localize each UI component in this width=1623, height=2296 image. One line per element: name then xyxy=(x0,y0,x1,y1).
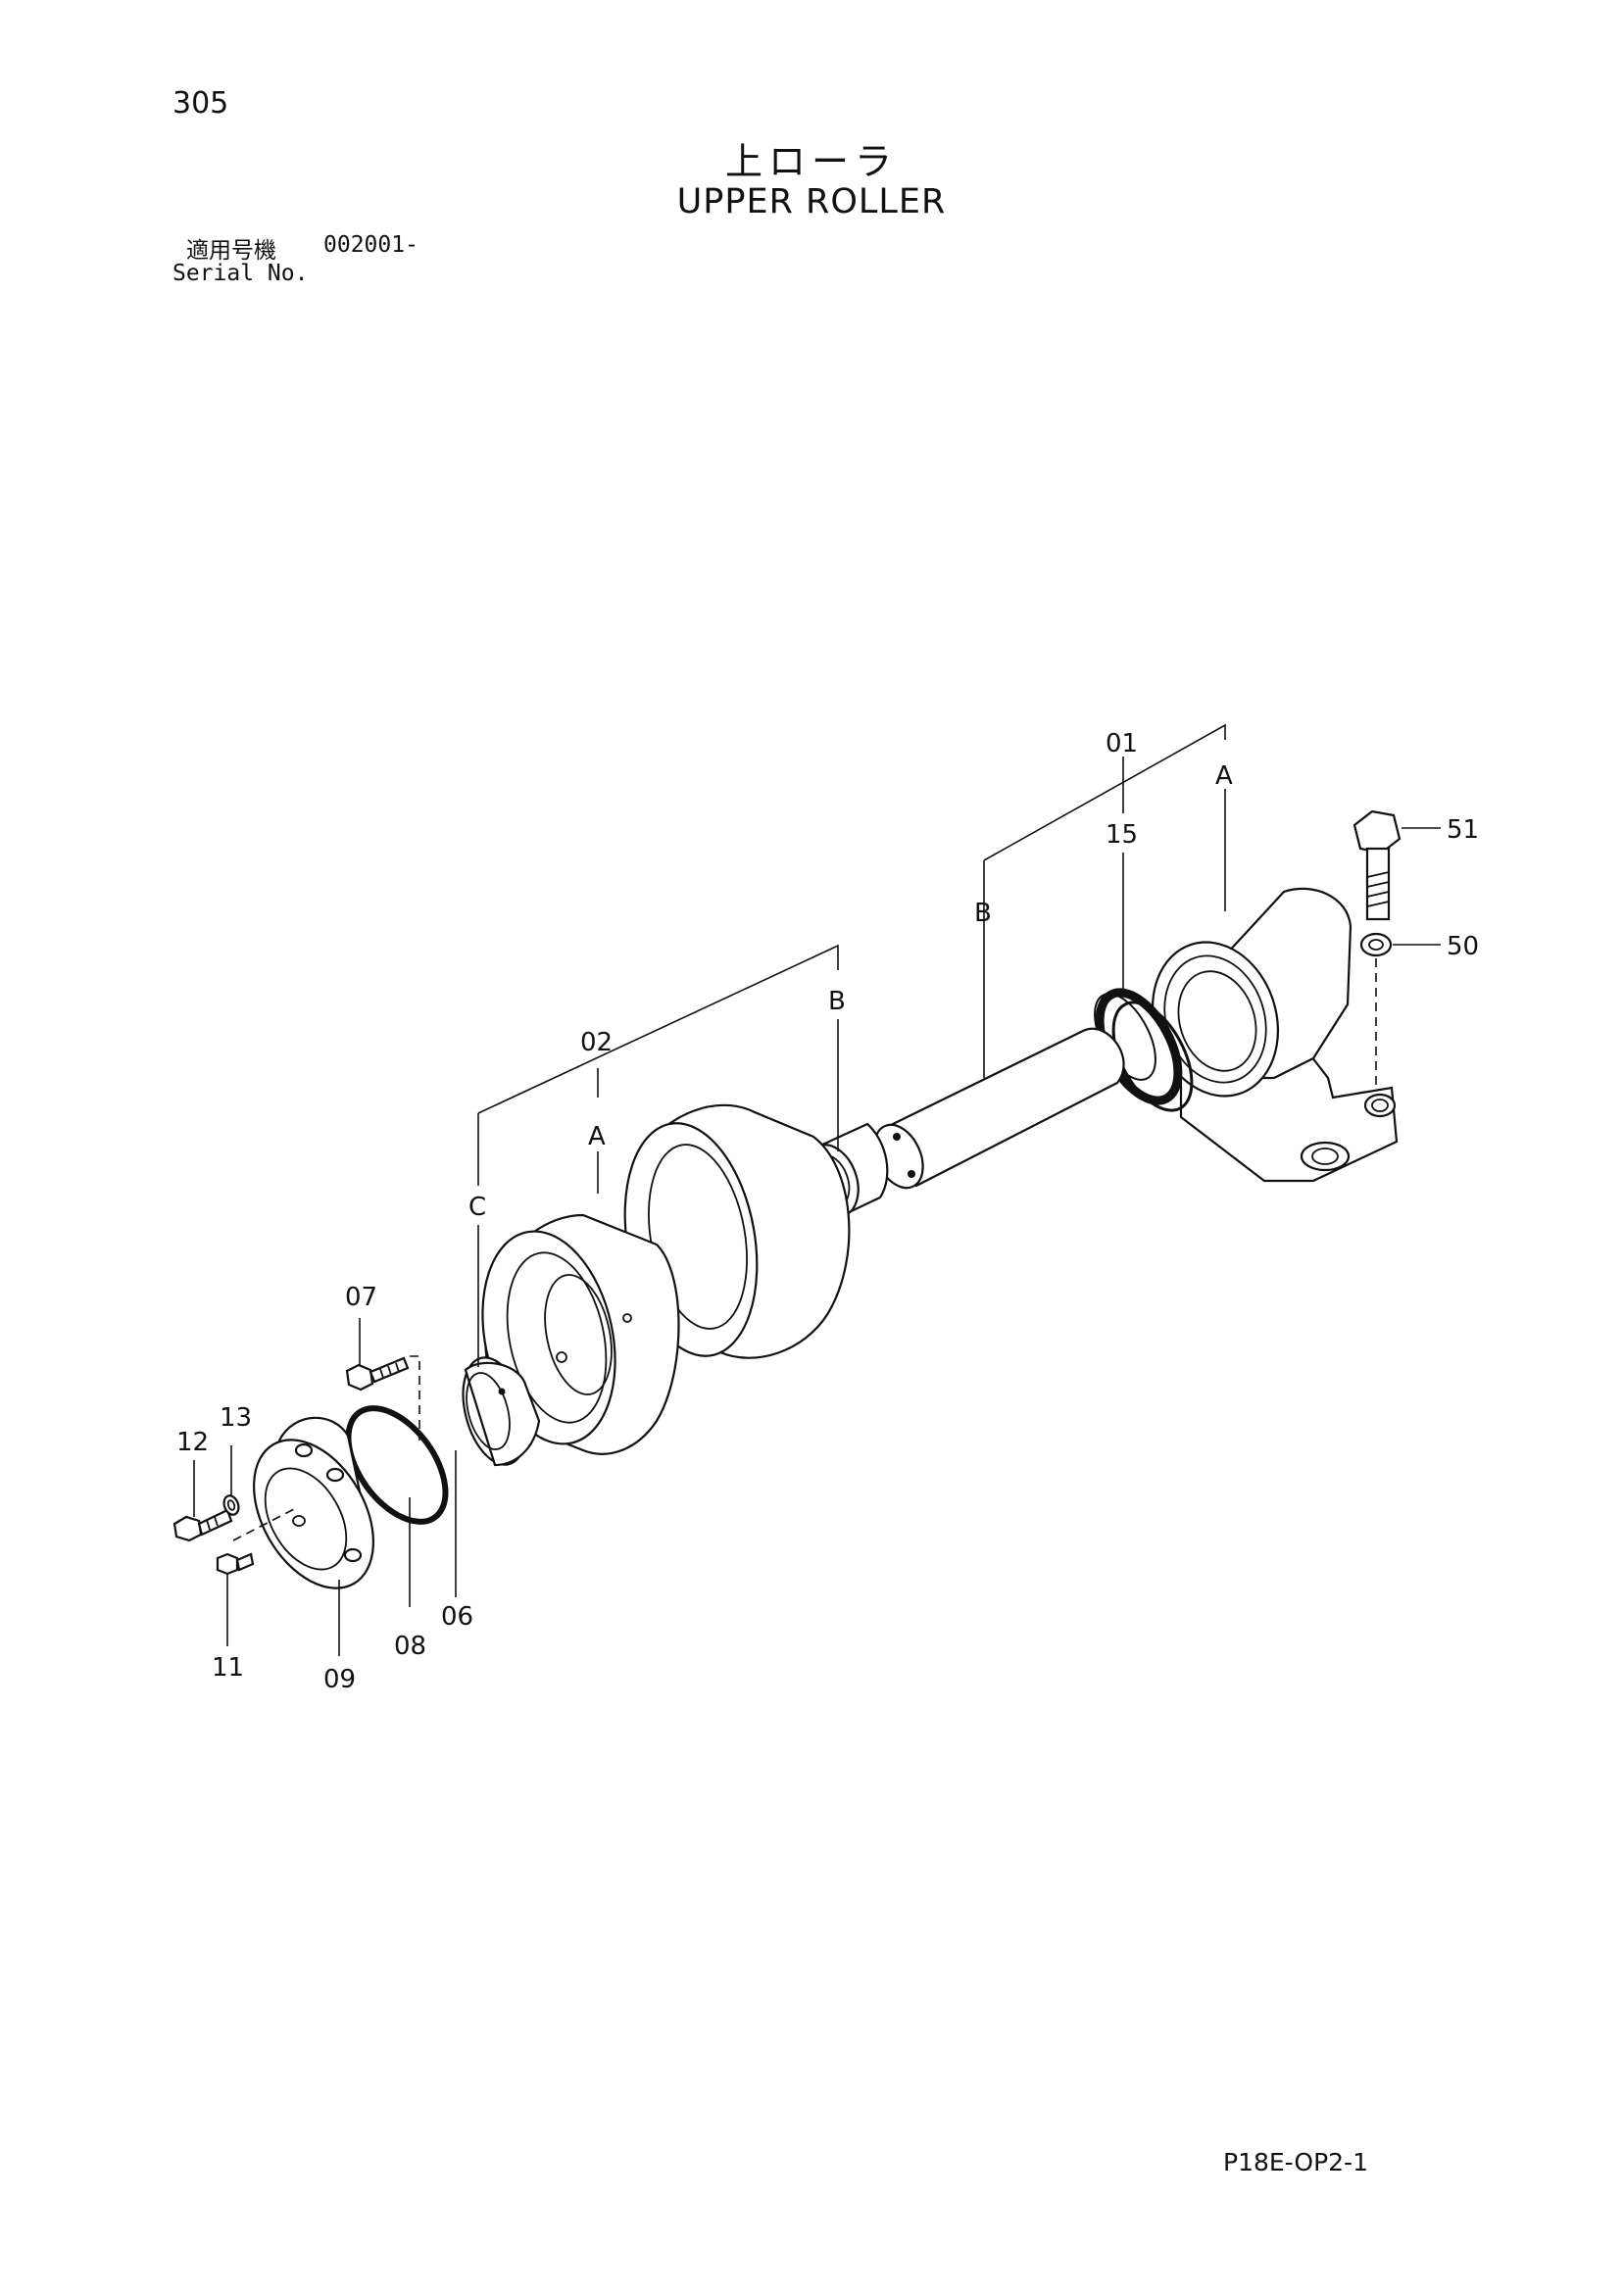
washer-small xyxy=(222,1494,240,1516)
callout-51: 51 xyxy=(1447,815,1479,845)
assembly-axis-lines xyxy=(232,958,1377,1541)
spring-washer xyxy=(1359,932,1393,957)
bolt-lower xyxy=(172,1508,233,1542)
callout-07: 07 xyxy=(345,1283,377,1312)
serial-number-value: 002001- xyxy=(323,232,418,258)
bracket-housing xyxy=(1151,887,1399,1183)
callout-50: 50 xyxy=(1447,932,1479,961)
document-code: P18E-OP2-1 xyxy=(1223,2148,1368,2176)
callout-11: 11 xyxy=(212,1653,244,1683)
callout-02: 02 xyxy=(580,1028,613,1057)
end-cover xyxy=(252,1416,375,1589)
plug xyxy=(216,1552,255,1576)
group-label-b: B xyxy=(974,899,992,928)
roller-body xyxy=(481,1103,851,1455)
group-label-c: C xyxy=(468,1193,486,1222)
callout-13: 13 xyxy=(220,1403,252,1433)
serial-label-japanese: 適用号機 xyxy=(186,238,276,264)
page-title-japanese: 上ローラ xyxy=(724,140,898,183)
o-ring xyxy=(345,1405,449,1525)
group-brackets xyxy=(193,723,1441,1656)
callout-08: 08 xyxy=(394,1632,426,1661)
group-label-b-mid: B xyxy=(828,987,846,1016)
serial-label: Serial No. xyxy=(172,261,309,286)
callout-15: 15 xyxy=(1106,820,1138,850)
page-title: UPPER ROLLER xyxy=(676,182,947,221)
page-number: 305 xyxy=(172,86,229,121)
callout-09: 09 xyxy=(323,1665,356,1694)
callout-01: 01 xyxy=(1106,729,1138,758)
group-label-a: A xyxy=(1215,761,1233,791)
thrust-plate xyxy=(462,1356,541,1467)
group-label-a-mid: A xyxy=(588,1122,606,1151)
callout-06: 06 xyxy=(441,1602,473,1632)
bracket-bolt xyxy=(1352,809,1402,921)
bolt-upper xyxy=(345,1356,410,1392)
callout-12: 12 xyxy=(176,1428,209,1457)
roller-shaft xyxy=(873,1027,1125,1190)
